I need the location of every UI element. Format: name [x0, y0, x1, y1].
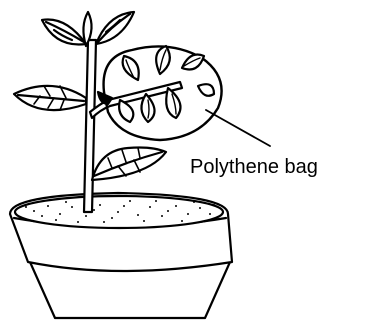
main-stem [84, 40, 96, 212]
bagged-leaves [119, 46, 214, 122]
label-leader-line [206, 110, 270, 146]
top-leaves [42, 12, 134, 46]
right-leaf [92, 148, 166, 181]
soil [15, 196, 223, 228]
left-leaf [14, 86, 86, 110]
polythene-bag-label: Polythene bag [190, 156, 318, 178]
